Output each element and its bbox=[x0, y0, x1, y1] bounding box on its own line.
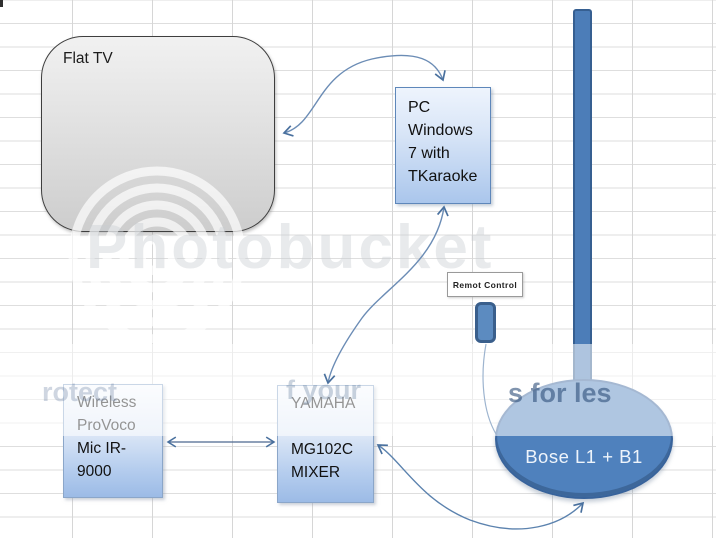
photobucket-watermark-text: Photobucket bbox=[86, 213, 495, 282]
watermark-fragment: f your bbox=[286, 375, 362, 405]
pc-line: TKaraoke bbox=[408, 168, 478, 185]
mic-line: Mic IR- bbox=[77, 440, 127, 457]
flat-tv-shape: Flat TV bbox=[41, 36, 275, 232]
watermark-fragment: s for les bbox=[508, 378, 612, 408]
remote-control-callout: Remot Control bbox=[447, 272, 523, 297]
edge-artifact bbox=[0, 0, 3, 7]
remote-control-label: Remot Control bbox=[452, 279, 518, 290]
mixer-line: MIXER bbox=[291, 464, 341, 481]
pc-line: 7 with bbox=[408, 145, 450, 162]
pc-line: Windows bbox=[408, 122, 473, 139]
pc-shape: PC Windows 7 with TKaraoke bbox=[395, 87, 491, 204]
bose-label: Bose L1 + B1 bbox=[525, 446, 643, 467]
watermark-fragment: rotect bbox=[42, 377, 118, 407]
remote-control-shape bbox=[475, 302, 496, 343]
flat-tv-label: Flat TV bbox=[63, 50, 113, 67]
mixer-line: MG102C bbox=[291, 441, 354, 458]
pc-line: PC bbox=[408, 99, 431, 116]
mic-line: 9000 bbox=[77, 463, 112, 480]
